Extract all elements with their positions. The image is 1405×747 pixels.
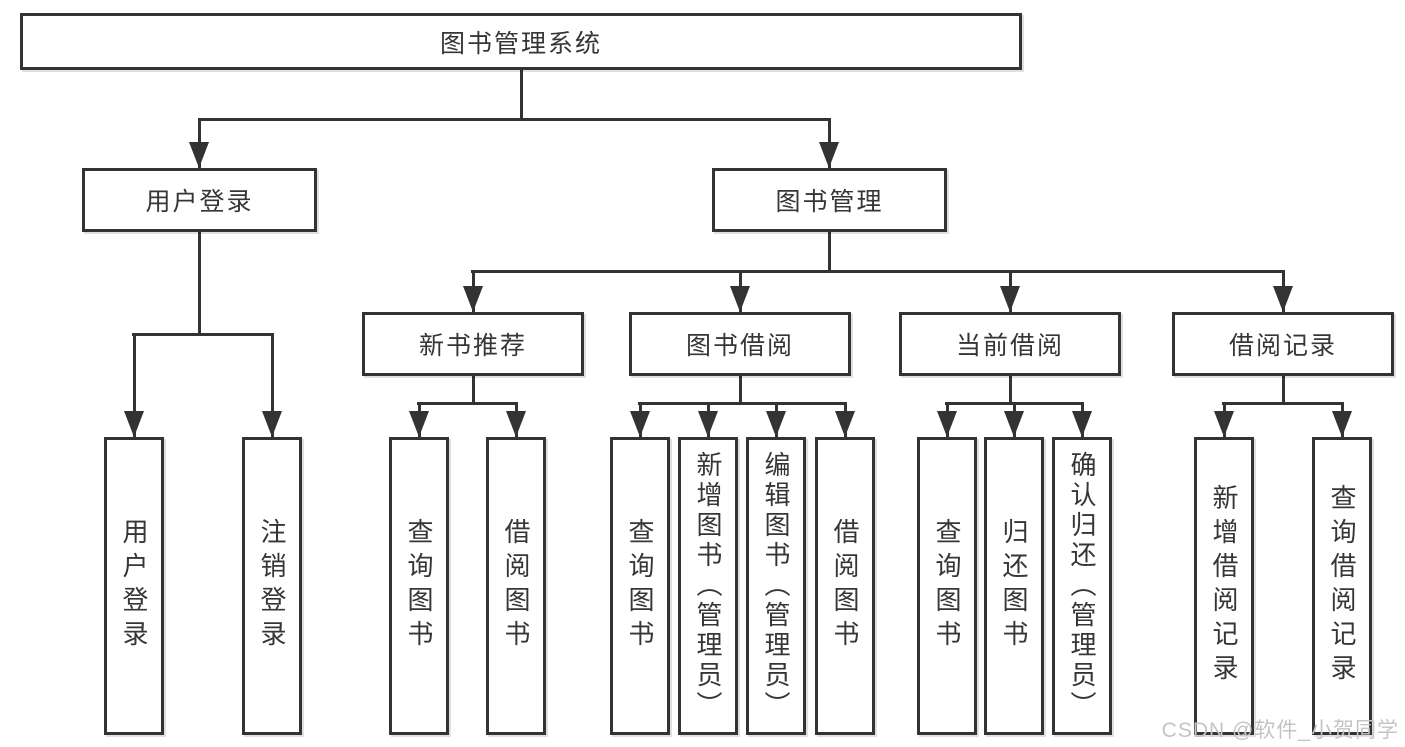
node-user-login-label: 用户登录 bbox=[145, 188, 254, 216]
leaf-borrow-books: 借阅图书 bbox=[815, 437, 875, 735]
node-new-book-recommend: 新书推荐 bbox=[362, 312, 584, 376]
node-current-borrow: 当前借阅 bbox=[899, 312, 1121, 376]
connector-line bbox=[198, 232, 201, 336]
node-root-label: 图书管理系统 bbox=[439, 29, 602, 58]
arrow-down-icon bbox=[463, 286, 483, 312]
leaf-add-books-admin-label: 新增图书（管理员） bbox=[693, 451, 723, 721]
node-current-borrow-label: 当前借阅 bbox=[955, 332, 1064, 360]
leaf-query-books-current: 查询图书 bbox=[917, 437, 977, 735]
connector-line bbox=[472, 376, 475, 405]
leaf-return-books: 归还图书 bbox=[984, 437, 1044, 735]
arrow-down-icon bbox=[124, 411, 144, 437]
arrow-down-icon bbox=[1332, 411, 1352, 437]
leaf-user-login: 用户登录 bbox=[104, 437, 164, 735]
connector-line bbox=[520, 69, 523, 120]
node-book-management: 图书管理 bbox=[712, 168, 947, 232]
node-book-borrow: 图书借阅 bbox=[629, 312, 851, 376]
arrow-down-icon bbox=[835, 411, 855, 437]
leaf-add-borrow-record-label: 新增借阅记录 bbox=[1209, 484, 1239, 688]
leaf-logout-login: 注销登录 bbox=[242, 437, 302, 735]
connector-line bbox=[133, 333, 136, 437]
leaf-borrow-books-recommend-label: 借阅图书 bbox=[501, 518, 531, 654]
connector-line bbox=[198, 118, 831, 121]
leaf-borrow-books-label: 借阅图书 bbox=[830, 518, 860, 654]
leaf-confirm-return-admin: 确认归还（管理员） bbox=[1052, 437, 1112, 735]
leaf-query-borrow-record: 查询借阅记录 bbox=[1312, 437, 1372, 735]
connector-line bbox=[638, 402, 847, 405]
leaf-query-borrow-record-label: 查询借阅记录 bbox=[1327, 484, 1357, 688]
node-user-login: 用户登录 bbox=[82, 168, 317, 232]
leaf-query-books-recommend-label: 查询图书 bbox=[404, 518, 434, 654]
node-book-management-label: 图书管理 bbox=[775, 188, 884, 216]
connector-line bbox=[1282, 376, 1285, 405]
leaf-add-borrow-record: 新增借阅记录 bbox=[1194, 437, 1254, 735]
connector-line bbox=[132, 333, 274, 336]
arrow-down-icon bbox=[1000, 286, 1020, 312]
connector-line bbox=[739, 376, 742, 405]
node-borrow-records-label: 借阅记录 bbox=[1228, 332, 1337, 360]
arrow-down-icon bbox=[1004, 411, 1024, 437]
arrow-down-icon bbox=[1072, 411, 1092, 437]
leaf-user-login-label: 用户登录 bbox=[119, 518, 149, 654]
leaf-edit-books-admin-label: 编辑图书（管理员） bbox=[761, 451, 791, 721]
connector-line bbox=[271, 333, 274, 437]
arrow-down-icon bbox=[630, 411, 650, 437]
arrow-down-icon bbox=[819, 142, 839, 168]
leaf-query-books-borrow-label: 查询图书 bbox=[625, 518, 655, 654]
arrow-down-icon bbox=[766, 411, 786, 437]
node-new-book-recommend-label: 新书推荐 bbox=[418, 332, 527, 360]
arrow-down-icon bbox=[698, 411, 718, 437]
watermark: CSDN @软件_小贺同学 bbox=[1161, 719, 1399, 742]
connector-line bbox=[471, 270, 1285, 273]
arrow-down-icon bbox=[937, 411, 957, 437]
leaf-logout-login-label: 注销登录 bbox=[257, 518, 287, 654]
leaf-return-books-label: 归还图书 bbox=[999, 518, 1029, 654]
leaf-confirm-return-admin-label: 确认归还（管理员） bbox=[1067, 451, 1097, 721]
arrow-down-icon bbox=[730, 286, 750, 312]
connector-line bbox=[828, 232, 831, 273]
connector-line bbox=[1222, 402, 1344, 405]
arrow-down-icon bbox=[1273, 286, 1293, 312]
node-book-borrow-label: 图书借阅 bbox=[685, 332, 794, 360]
node-borrow-records: 借阅记录 bbox=[1172, 312, 1394, 376]
node-root: 图书管理系统 bbox=[20, 13, 1022, 70]
connector-line bbox=[1009, 376, 1012, 405]
leaf-query-books-recommend: 查询图书 bbox=[389, 437, 449, 735]
arrow-down-icon bbox=[506, 411, 526, 437]
arrow-down-icon bbox=[189, 142, 209, 168]
arrow-down-icon bbox=[1214, 411, 1234, 437]
arrow-down-icon bbox=[409, 411, 429, 437]
leaf-add-books-admin: 新增图书（管理员） bbox=[678, 437, 738, 735]
leaf-borrow-books-recommend: 借阅图书 bbox=[486, 437, 546, 735]
connector-line bbox=[417, 402, 518, 405]
arrow-down-icon bbox=[262, 411, 282, 437]
leaf-query-books-borrow: 查询图书 bbox=[610, 437, 670, 735]
leaf-query-books-current-label: 查询图书 bbox=[932, 518, 962, 654]
leaf-edit-books-admin: 编辑图书（管理员） bbox=[746, 437, 806, 735]
